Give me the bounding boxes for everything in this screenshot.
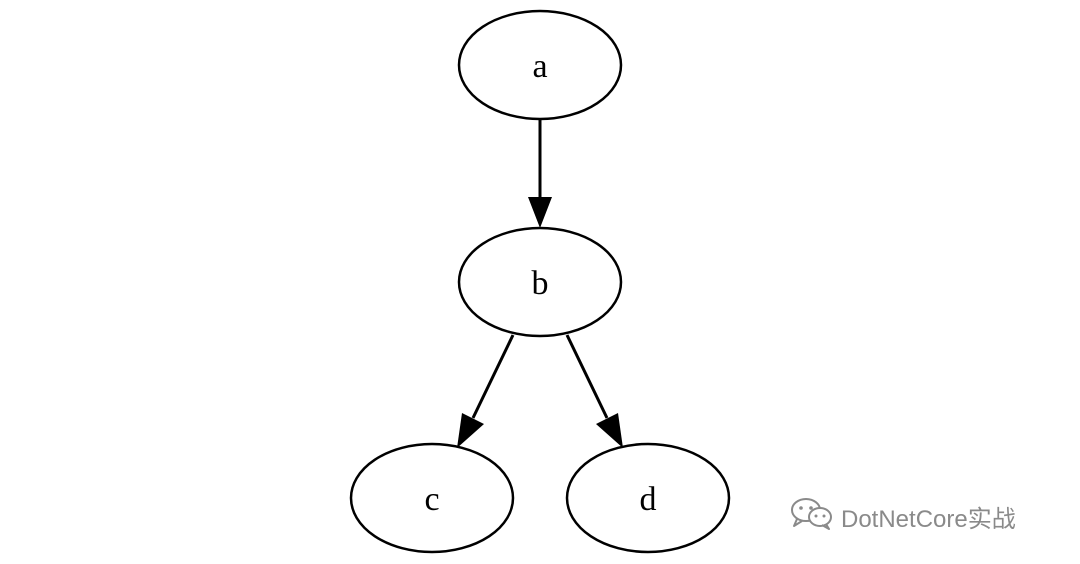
node-a: a [457, 9, 623, 121]
edge-b-d [565, 334, 623, 448]
node-d: d [565, 442, 731, 554]
node-b-label: b [532, 265, 549, 302]
node-c: c [349, 442, 515, 554]
watermark: DotNetCore实战 [789, 496, 1016, 537]
node-c-label: c [424, 481, 439, 518]
watermark-text: DotNetCore实战 [841, 505, 1016, 533]
edge-b-c [457, 334, 515, 448]
node-d-label: d [640, 481, 657, 518]
edge-a-b [528, 120, 552, 228]
node-a-label: a [532, 48, 547, 85]
wechat-icon [789, 496, 835, 537]
node-b: b [457, 226, 623, 338]
